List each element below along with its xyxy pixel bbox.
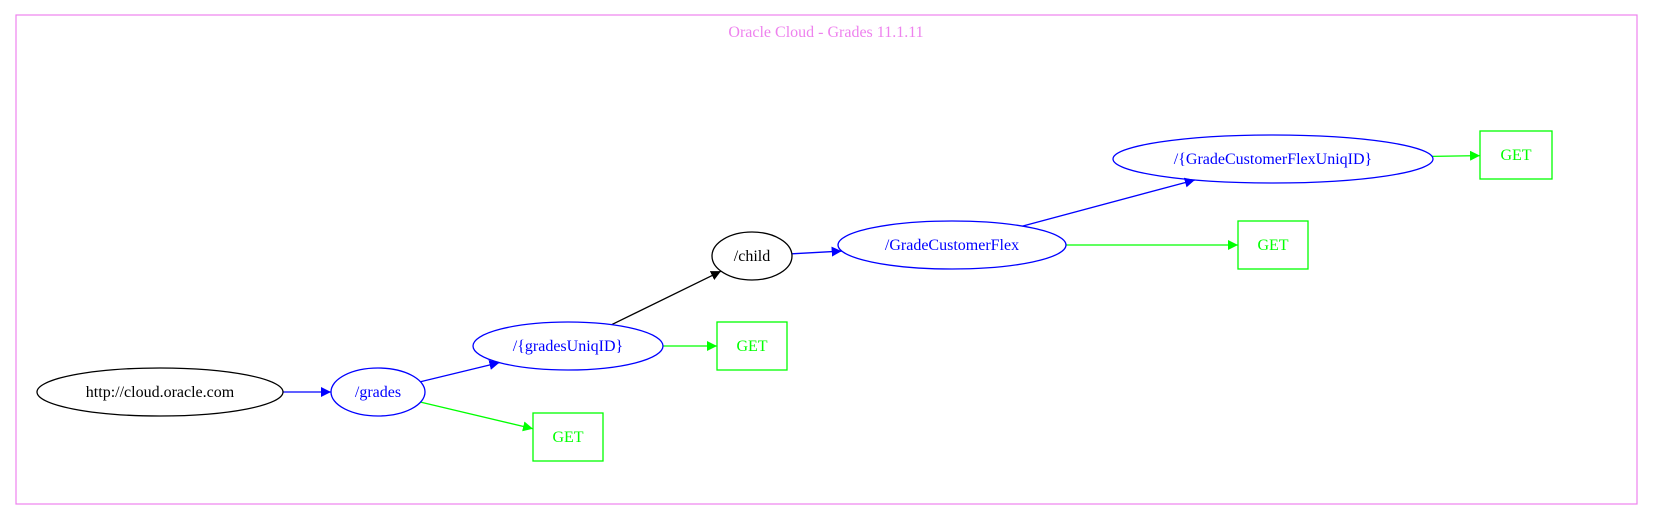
node-label: /grades: [355, 384, 401, 401]
node-get_gradesUniqID: GET: [716, 321, 788, 371]
node-label: http://cloud.oracle.com: [86, 384, 235, 401]
node-box: [716, 321, 788, 371]
nodes-layer: http://cloud.oracle.com/gradesGET/{grade…: [36, 130, 1553, 462]
diagram-title: Oracle Cloud - Grades 11.1.11: [728, 24, 923, 41]
node-ellipse: [472, 321, 664, 371]
node-ellipse: [1112, 134, 1434, 184]
node-box: [1237, 220, 1309, 270]
node-label: /child: [734, 248, 770, 265]
node-ellipse: [36, 367, 284, 417]
edge-flex-to-flexUniqID: [1022, 177, 1196, 227]
node-label: GET: [552, 429, 583, 446]
node-grades: /grades: [330, 367, 426, 417]
edges-layer: [283, 150, 1481, 432]
node-child: /child: [711, 231, 793, 281]
node-label: /{GradeCustomerFlexUniqID}: [1174, 151, 1372, 168]
node-label: GET: [1500, 147, 1531, 164]
node-get_flexUniqID: GET: [1479, 130, 1553, 180]
node-ellipse: [837, 220, 1067, 270]
node-get_flex: GET: [1237, 220, 1309, 270]
edge-gradesUniqID-to-child: [611, 270, 722, 326]
edge-grades-to-gradesUniqID: [420, 360, 500, 383]
node-label: GET: [736, 338, 767, 355]
node-label: /GradeCustomerFlex: [885, 237, 1019, 254]
node-ellipse: [711, 231, 793, 281]
node-flexUniqID: /{GradeCustomerFlexUniqID}: [1112, 134, 1434, 184]
node-label: /{gradesUniqID}: [513, 338, 623, 355]
node-ellipse: [330, 367, 426, 417]
edge-flexUniqID-to-get_flexUniqID: [1432, 150, 1481, 161]
node-flex: /GradeCustomerFlex: [837, 220, 1067, 270]
node-label: GET: [1257, 237, 1288, 254]
node-get_grades: GET: [532, 412, 604, 462]
node-box: [1479, 130, 1553, 180]
node-gradesUniqID: /{gradesUniqID}: [472, 321, 664, 371]
edge-grades-to-get_grades: [420, 401, 534, 432]
edge-child-to-flex: [791, 246, 842, 257]
cluster-border: [15, 14, 1638, 505]
node-root: http://cloud.oracle.com: [36, 367, 284, 417]
node-box: [532, 412, 604, 462]
